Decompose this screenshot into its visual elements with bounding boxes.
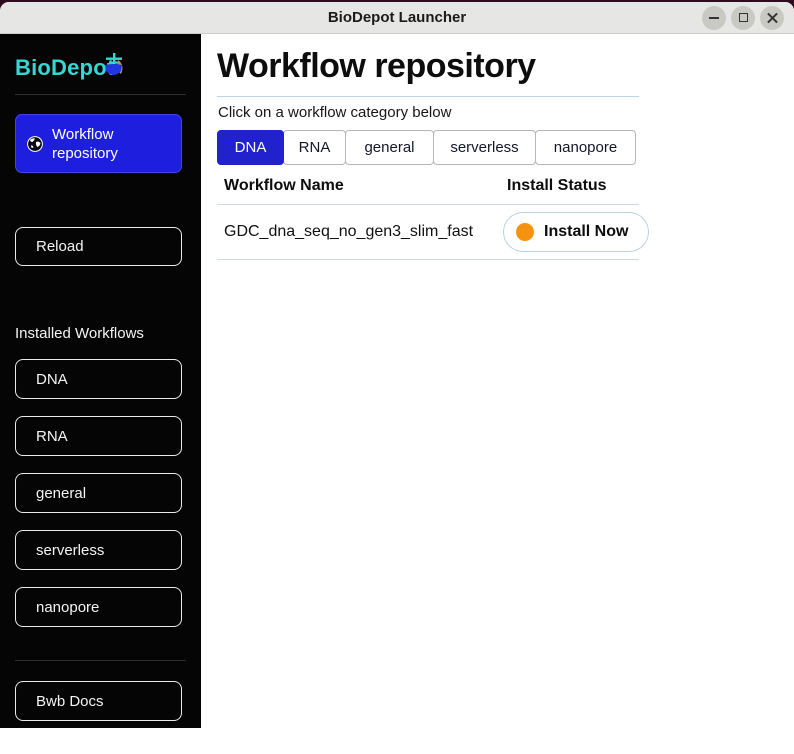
sidebar-item-serverless[interactable]: serverless (15, 530, 182, 570)
minimize-button[interactable] (702, 5, 726, 30)
page-title: Workflow repository (217, 47, 639, 97)
window-controls (702, 2, 784, 33)
titlebar[interactable]: BioDepot Launcher (0, 2, 794, 34)
table-header: Workflow Name Install Status (217, 177, 639, 195)
table-divider (217, 259, 639, 260)
install-status-label: Install Now (544, 223, 629, 240)
close-icon (767, 12, 778, 23)
tab-serverless[interactable]: serverless (433, 130, 536, 165)
bwb-docs-button[interactable]: Bwb Docs (15, 681, 182, 721)
sidebar-item-general[interactable]: general (15, 473, 182, 513)
column-header-workflow-name: Workflow Name (224, 177, 344, 194)
reload-button[interactable]: Reload (15, 227, 182, 266)
sidebar-item-dna[interactable]: DNA (15, 359, 182, 399)
sidebar-item-workflow-repository[interactable]: Workflow repository (15, 114, 182, 173)
biodepot-logo-icon (101, 52, 127, 86)
globe-icon (27, 135, 43, 152)
minimize-icon (709, 16, 719, 19)
window-title: BioDepot Launcher (327, 9, 467, 26)
sidebar: BioDepot (0, 34, 201, 728)
app-window: BioDepot Launcher BioDepot (0, 2, 794, 728)
column-header-install-status: Install Status (507, 177, 607, 194)
table-row: GDC_dna_seq_no_gen3_slim_fast Install No… (217, 205, 650, 259)
sidebar-divider-top (15, 94, 186, 95)
category-tabs: DNA RNA general serverless nanopore (217, 130, 639, 165)
installed-workflows-heading: Installed Workflows (15, 325, 144, 342)
main-content: Workflow repository Click on a workflow … (201, 34, 794, 728)
status-dot-icon (516, 223, 534, 241)
workflow-name: GDC_dna_seq_no_gen3_slim_fast (224, 223, 474, 240)
maximize-icon (738, 13, 748, 22)
tab-nanopore[interactable]: nanopore (535, 130, 636, 165)
table-divider (217, 204, 639, 205)
sidebar-divider-bottom (15, 660, 186, 661)
category-hint-text: Click on a workflow category below (218, 104, 452, 121)
close-button[interactable] (760, 5, 784, 30)
tab-general[interactable]: general (345, 130, 434, 165)
app-logo: BioDepot (15, 48, 186, 88)
sidebar-item-rna[interactable]: RNA (15, 416, 182, 456)
logo-text: BioDepot (15, 55, 115, 80)
tab-dna[interactable]: DNA (217, 130, 284, 165)
tab-rna[interactable]: RNA (283, 130, 346, 165)
sidebar-item-nanopore[interactable]: nanopore (15, 587, 182, 627)
sidebar-item-label: Workflow repository (52, 125, 118, 162)
maximize-button[interactable] (731, 5, 755, 30)
install-now-button[interactable]: Install Now (503, 212, 650, 252)
